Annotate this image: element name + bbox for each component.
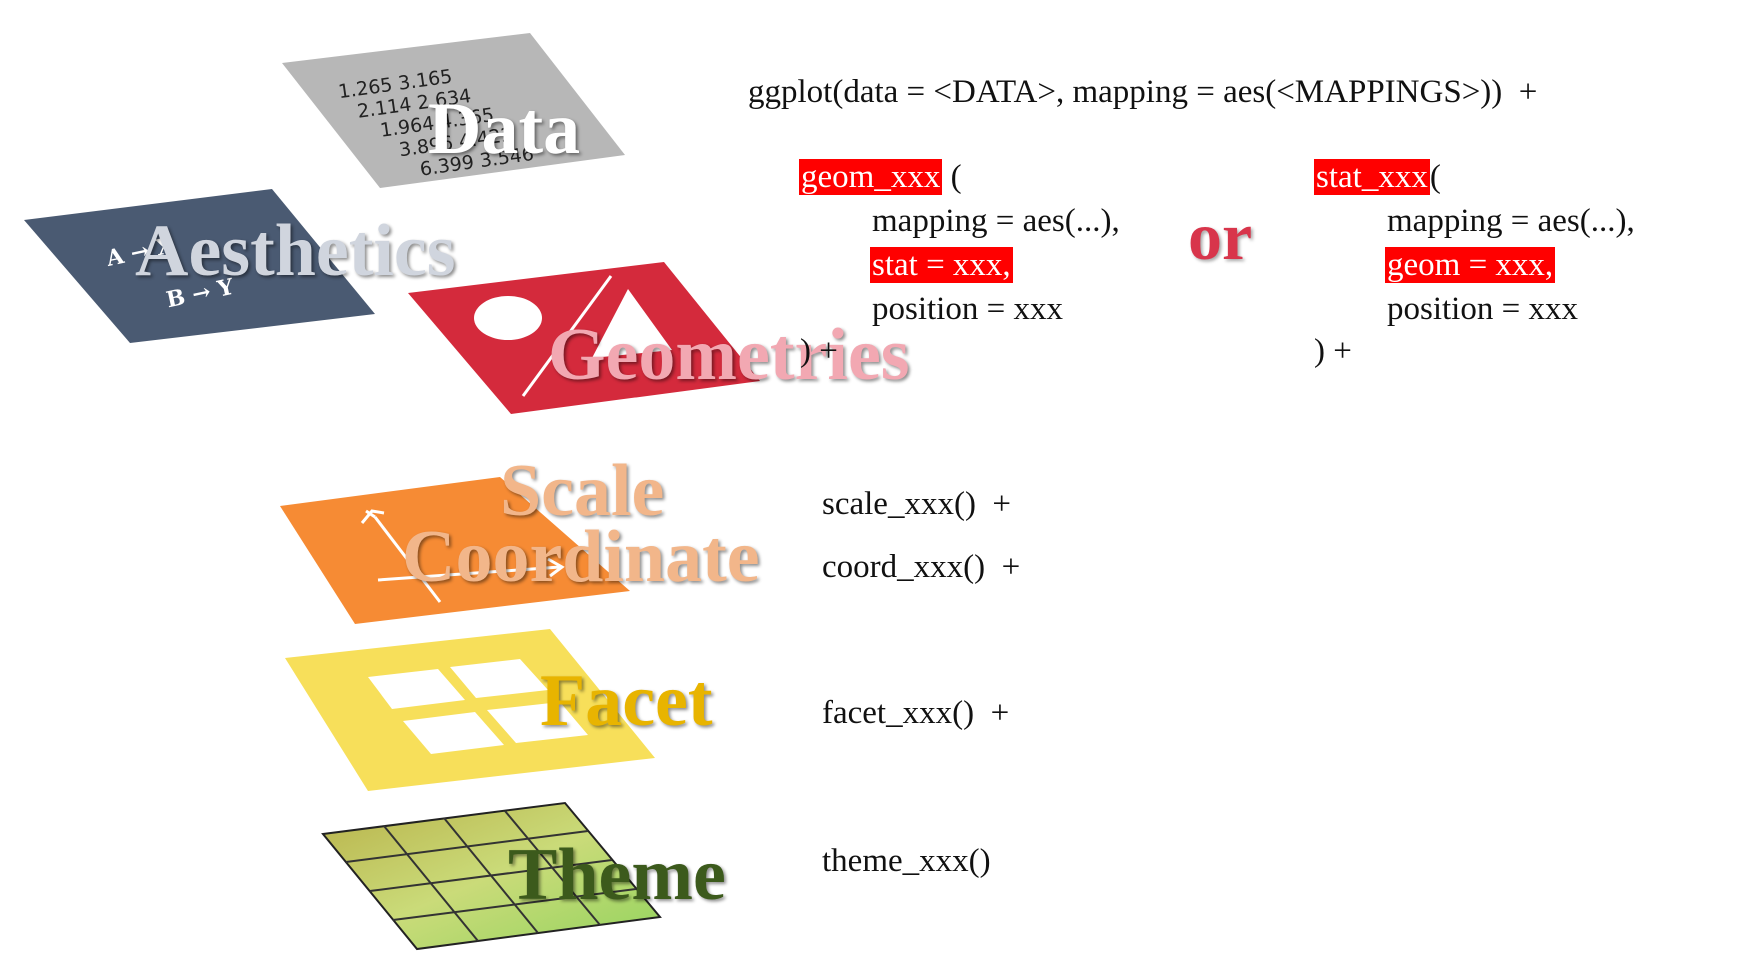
circle-shape-icon — [474, 296, 542, 340]
coordinate-layer — [280, 477, 630, 624]
scale-layer-label: Scale — [500, 450, 665, 532]
facet-layer — [285, 629, 655, 791]
theme-grid — [345, 810, 637, 942]
stat-function-highlight: stat_xxx — [1314, 159, 1430, 195]
axis-line — [373, 516, 442, 603]
geom-stat-arg: stat = xxx, — [870, 247, 1013, 283]
scale-call: scale_xxx() + — [822, 486, 1012, 522]
aesthetics-layer-label: Aesthetics — [135, 210, 456, 292]
geom-function-highlight: geom_xxx — [799, 159, 943, 195]
facet-panel — [403, 712, 504, 754]
facet-plane — [285, 629, 655, 791]
stat-block-header: stat_xxx( — [1314, 159, 1441, 195]
axis-line — [377, 565, 561, 582]
facet-call: facet_xxx() + — [822, 695, 1010, 731]
stat-close-paren: ) + — [1314, 333, 1352, 369]
geom-mapping-arg: mapping = aes(...), — [872, 203, 1120, 239]
geom-block-header: geom_xxx ( — [799, 159, 962, 195]
stat-open-paren: ( — [1429, 159, 1441, 195]
geom-open-paren: ( — [942, 159, 962, 195]
theme-call: theme_xxx() — [822, 843, 991, 879]
data-layer-label: Data — [428, 88, 581, 170]
data-plane — [282, 33, 625, 188]
line-shape-icon — [521, 275, 613, 397]
geom-close-paren: ) + — [800, 333, 838, 369]
theme-layer-label: Theme — [508, 834, 726, 916]
geometries-layer-label: Geometries — [548, 314, 910, 396]
facet-layer-label: Facet — [540, 660, 713, 742]
theme-layer — [321, 801, 662, 951]
coordinate-layer-label: Coordinate — [402, 516, 760, 598]
geometries-layer — [408, 262, 760, 414]
geom-arg-highlight: geom = xxx, — [1385, 247, 1556, 283]
facet-panel — [368, 669, 465, 709]
aesthetics-plane — [24, 189, 375, 343]
axis-arrow-icon — [360, 509, 385, 524]
facet-panel — [450, 659, 548, 698]
data-layer: 1.265 3.165 2.114 2.634 1.964 4.365 3.89… — [282, 33, 625, 188]
aesthetics-layer: A → X B → Y — [24, 189, 375, 343]
stat-geom-arg: geom = xxx, — [1385, 247, 1556, 283]
ggplot-call: ggplot(data = <DATA>, mapping = aes(<MAP… — [748, 74, 1538, 110]
triangle-shape-icon — [592, 289, 672, 358]
geom-position-arg: position = xxx — [872, 291, 1063, 327]
stat-mapping-arg: mapping = aes(...), — [1387, 203, 1635, 239]
axis-arrow-icon — [547, 557, 565, 578]
or-separator: or — [1188, 198, 1253, 274]
stat-position-arg: position = xxx — [1387, 291, 1578, 327]
facet-panel — [487, 702, 588, 743]
stat-arg-highlight: stat = xxx, — [870, 247, 1013, 283]
coord-call: coord_xxx() + — [822, 549, 1021, 585]
